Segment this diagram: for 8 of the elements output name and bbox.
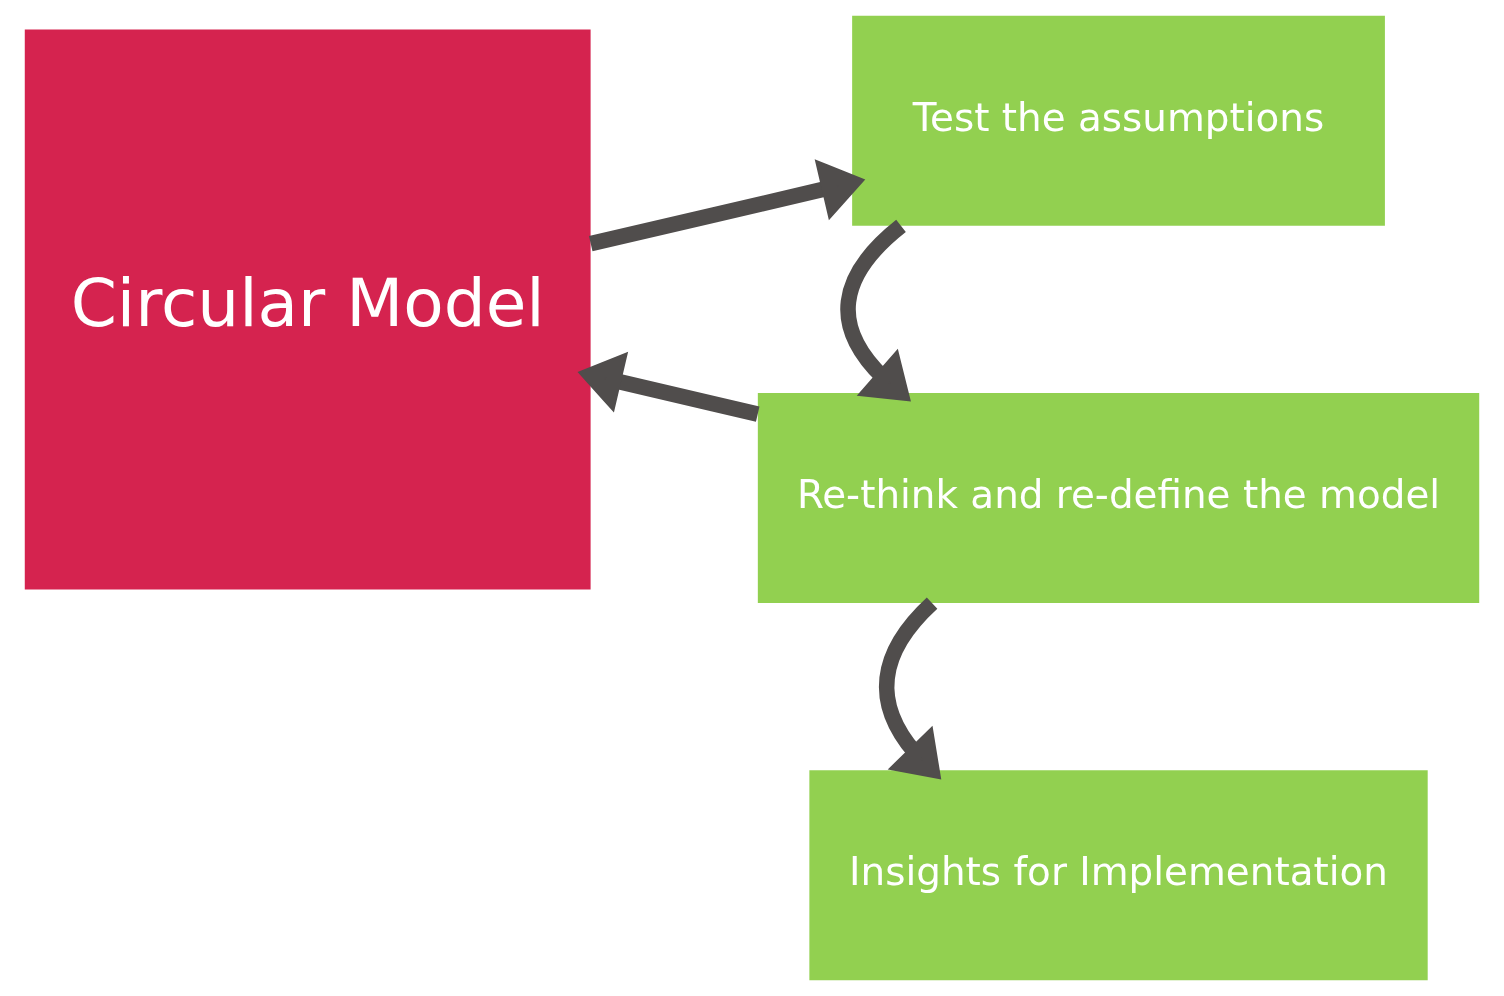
arrow xyxy=(577,351,760,422)
arrow xyxy=(588,159,866,252)
node-box: Insights for Implementation xyxy=(809,770,1428,981)
arrow xyxy=(879,597,942,780)
node-box: Test the assumptions xyxy=(852,15,1385,226)
node-box: Circular Model xyxy=(24,29,591,590)
node-box: Re-think and re-define the model xyxy=(757,393,1480,603)
arrow xyxy=(840,220,911,402)
